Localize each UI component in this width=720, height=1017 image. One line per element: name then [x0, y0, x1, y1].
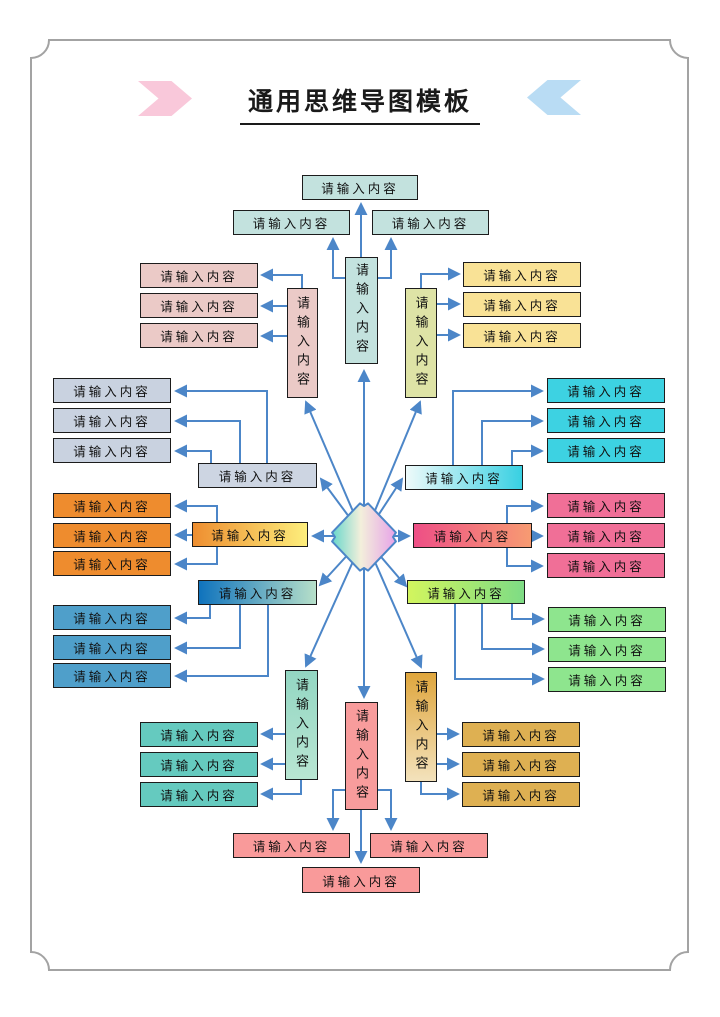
page-title-text: 通用思维导图模板: [239, 82, 480, 125]
branch-bottom-node[interactable]: 请输入内容: [345, 702, 378, 810]
branch-upper-right-node[interactable]: 请输入内容: [405, 465, 523, 490]
branch-top-node[interactable]: 请输入内容: [345, 257, 378, 364]
branch-bottom-left-child-1[interactable]: 请输入内容: [140, 722, 258, 747]
branch-bottom-right-child-2[interactable]: 请输入内容: [462, 752, 580, 777]
branch-top-left-child-3[interactable]: 请输入内容: [140, 323, 258, 348]
page-border: [30, 39, 689, 971]
branch-bottom-right-child-1[interactable]: 请输入内容: [462, 722, 580, 747]
branch-left-child-3[interactable]: 请输入内容: [53, 551, 171, 576]
branch-bottom-child-3[interactable]: 请输入内容: [302, 867, 420, 893]
branch-bottom-right-child-3[interactable]: 请输入内容: [462, 782, 580, 807]
branch-top-right-child-1[interactable]: 请输入内容: [463, 262, 581, 287]
branch-lower-left-child-1[interactable]: 请输入内容: [53, 605, 171, 630]
branch-lower-left-child-2[interactable]: 请输入内容: [53, 635, 171, 660]
branch-bottom-right-node[interactable]: 请输入内容: [405, 672, 437, 782]
branch-bottom-left-node[interactable]: 请输入内容: [285, 670, 318, 780]
branch-left-node[interactable]: 请输入内容: [192, 522, 308, 547]
branch-top-left-child-2[interactable]: 请输入内容: [140, 293, 258, 318]
branch-right-child-1[interactable]: 请输入内容: [547, 493, 665, 518]
branch-upper-left-node[interactable]: 请输入内容: [198, 463, 317, 488]
branch-lower-left-node[interactable]: 请输入内容: [198, 580, 317, 605]
branch-lower-right-child-1[interactable]: 请输入内容: [548, 607, 666, 632]
branch-lower-left-child-3[interactable]: 请输入内容: [53, 663, 171, 688]
branch-bottom-child-2[interactable]: 请输入内容: [370, 833, 488, 858]
branch-upper-right-child-2[interactable]: 请输入内容: [547, 408, 665, 433]
branch-top-left-child-1[interactable]: 请输入内容: [140, 263, 258, 288]
branch-upper-right-child-1[interactable]: 请输入内容: [547, 378, 665, 403]
branch-top-right-child-3[interactable]: 请输入内容: [463, 323, 581, 348]
branch-bottom-child-1[interactable]: 请输入内容: [233, 833, 350, 858]
branch-lower-right-child-2[interactable]: 请输入内容: [548, 637, 666, 662]
branch-left-child-1[interactable]: 请输入内容: [53, 493, 171, 518]
branch-top-right-child-2[interactable]: 请输入内容: [463, 292, 581, 317]
branch-left-child-2[interactable]: 请输入内容: [53, 523, 171, 548]
page-title[interactable]: 通用思维导图模板: [0, 82, 720, 125]
branch-upper-right-child-3[interactable]: 请输入内容: [547, 438, 665, 463]
branch-upper-left-child-1[interactable]: 请输入内容: [53, 378, 171, 403]
branch-top-child-2[interactable]: 请输入内容: [233, 210, 350, 235]
branch-bottom-left-child-3[interactable]: 请输入内容: [140, 782, 258, 807]
branch-top-right-node[interactable]: 请输入内容: [405, 288, 437, 398]
branch-upper-left-child-3[interactable]: 请输入内容: [53, 438, 171, 463]
branch-lower-right-child-3[interactable]: 请输入内容: [548, 667, 666, 692]
branch-right-child-2[interactable]: 请输入内容: [547, 523, 665, 548]
branch-bottom-left-child-2[interactable]: 请输入内容: [140, 752, 258, 777]
branch-right-child-3[interactable]: 请输入内容: [547, 553, 665, 578]
branch-upper-left-child-2[interactable]: 请输入内容: [53, 408, 171, 433]
branch-right-node[interactable]: 请输入内容: [413, 523, 532, 548]
branch-top-left-node[interactable]: 请输入内容: [287, 288, 318, 398]
root-node[interactable]: [331, 502, 397, 572]
branch-top-child-3[interactable]: 请输入内容: [372, 210, 489, 235]
branch-top-child-1[interactable]: 请输入内容: [302, 175, 418, 200]
branch-lower-right-node[interactable]: 请输入内容: [407, 580, 525, 604]
